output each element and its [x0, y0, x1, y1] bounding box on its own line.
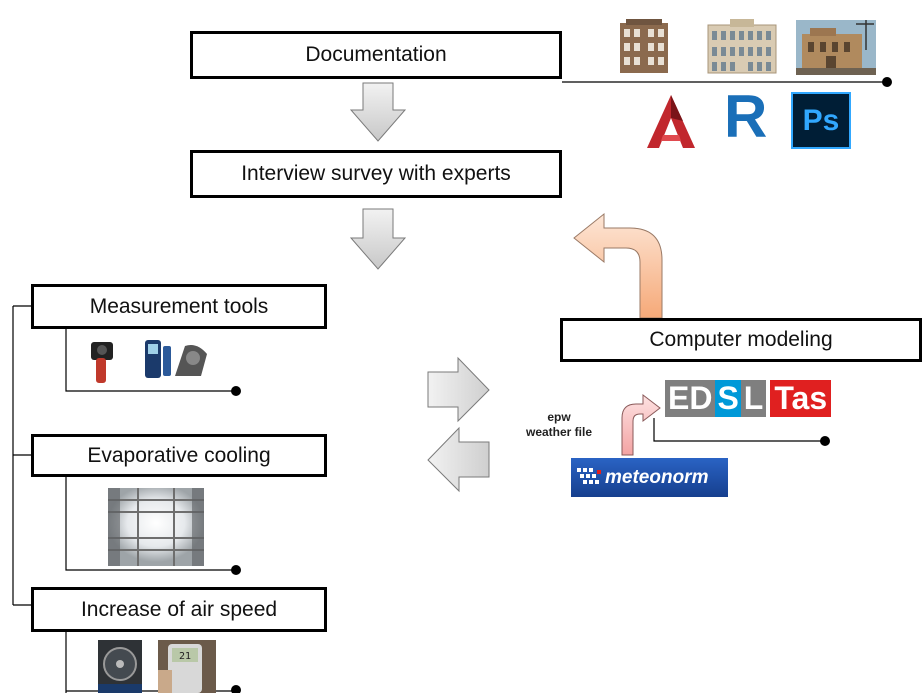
epw-arrow	[621, 393, 661, 456]
edsl-tas-logo: ED S L Tas	[665, 380, 832, 417]
documentation-label: Documentation	[305, 43, 447, 66]
airspeed-box: Increase of air speed	[31, 587, 327, 632]
measurement-connector	[65, 329, 236, 392]
air-meter-photo: 21	[158, 640, 216, 693]
evaporative-box: Evaporative cooling	[31, 434, 327, 477]
epw-label: epw weather file	[525, 410, 593, 439]
meter-reading: 21	[179, 651, 191, 662]
evaporative-connector	[65, 477, 236, 571]
evaporative-label: Evaporative cooling	[87, 443, 271, 467]
building-photo-3	[796, 20, 876, 75]
autocad-icon	[647, 95, 695, 148]
modeling-label: Computer modeling	[649, 328, 833, 351]
building-photo-1	[612, 17, 676, 75]
modeling-box: Computer modeling	[560, 318, 922, 362]
fan-photo	[98, 640, 142, 693]
down-arrow-2	[349, 208, 407, 270]
thermal-camera-icon	[91, 342, 113, 383]
right-arrow	[427, 356, 490, 423]
interview-box: Interview survey with experts	[190, 150, 562, 198]
edsl-connector	[653, 418, 825, 442]
meteonorm-logo: meteonorm	[571, 458, 728, 497]
feedback-arrow	[573, 212, 663, 319]
photoshop-icon: Ps	[791, 92, 851, 149]
anemometer-icon	[145, 340, 207, 378]
measurement-label: Measurement tools	[89, 294, 269, 318]
evaporative-photo	[108, 488, 204, 566]
meteonorm-mark-icon	[577, 468, 601, 484]
down-arrow-1	[349, 82, 407, 142]
documentation-box: Documentation	[190, 31, 562, 79]
airspeed-label: Increase of air speed	[80, 597, 278, 621]
measurement-box: Measurement tools	[31, 284, 327, 329]
left-arrow	[427, 426, 490, 493]
revit-icon: R	[724, 83, 768, 150]
documentation-dot	[882, 77, 892, 87]
building-photo-2	[704, 17, 780, 75]
interview-label: Interview survey with experts	[241, 162, 511, 185]
